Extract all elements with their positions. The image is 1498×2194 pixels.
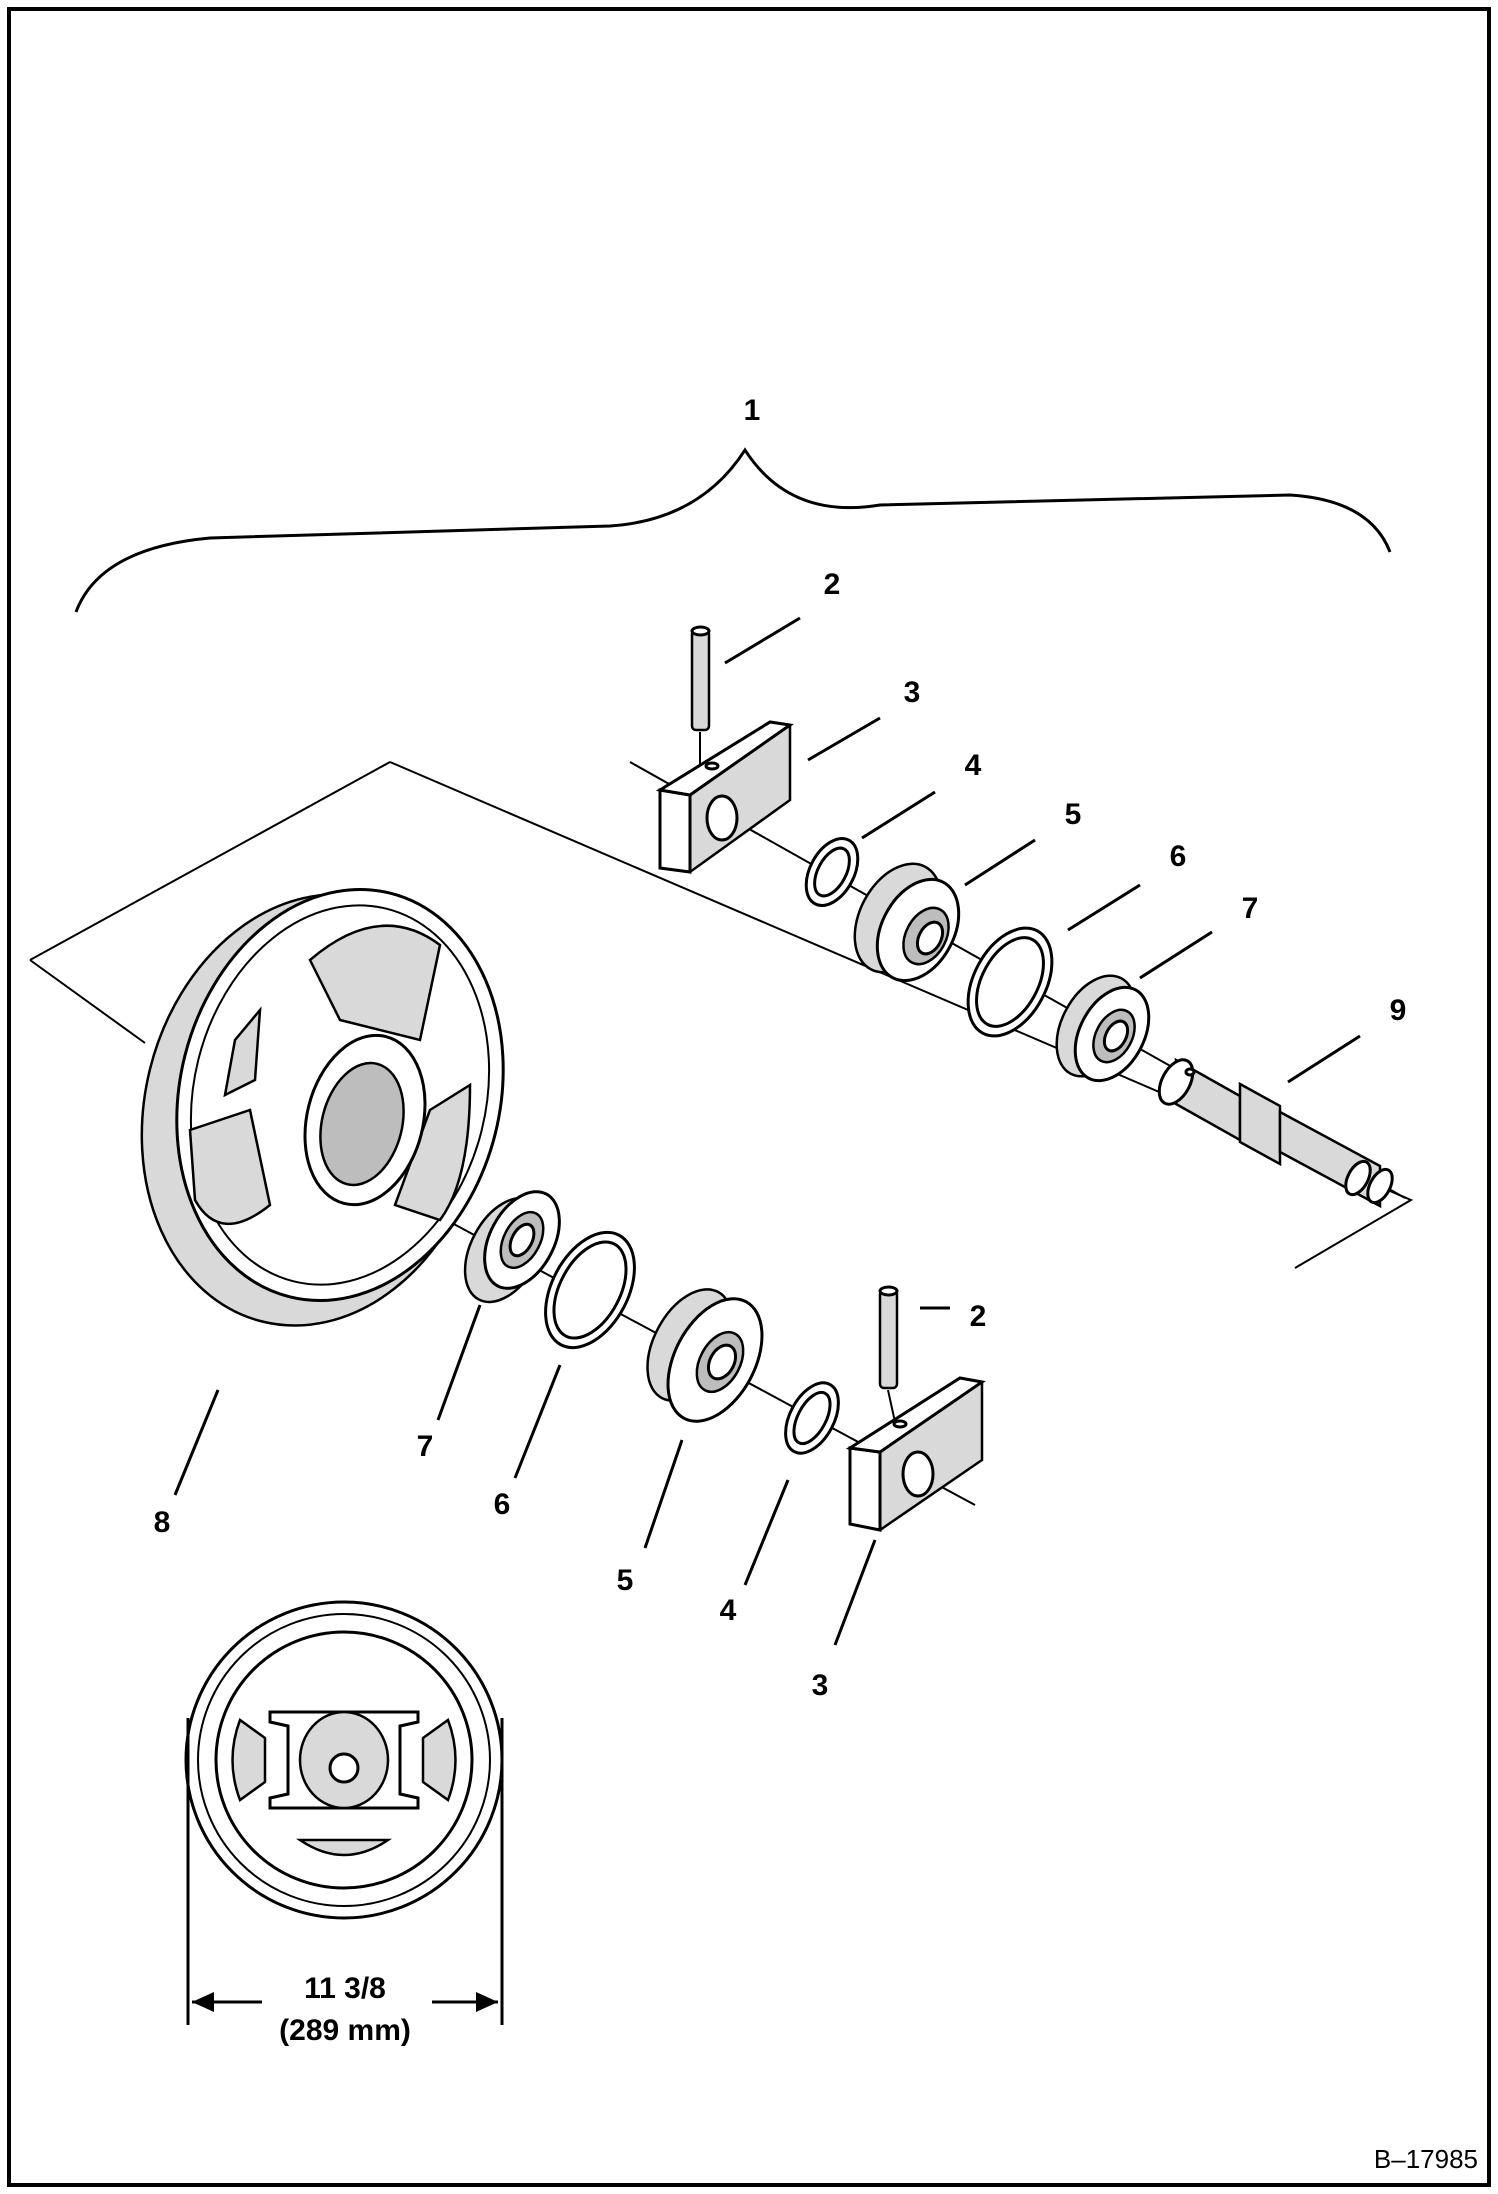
wheel-diameter-dimension: [186, 1718, 504, 2025]
callout-5-seal-upper: 5: [1065, 798, 1082, 831]
roll-pin-lower: [878, 1285, 899, 1423]
mounting-block-lower: [845, 1376, 986, 1532]
callout-4-ring-lower: 4: [720, 1594, 737, 1627]
callout-6-ring-upper: 6: [1170, 840, 1187, 873]
idler-shaft: [1157, 1057, 1394, 1209]
callout-7-bearing-lower: 7: [417, 1430, 434, 1463]
callout-3-block-lower: 3: [812, 1669, 829, 1702]
snap-ring-lower: [784, 1381, 840, 1455]
callout-1-assembly: 1: [744, 394, 761, 427]
figure-code: B–17985: [1374, 2144, 1478, 2174]
callout-3-block-upper: 3: [904, 676, 921, 709]
callout-5-seal-lower: 5: [617, 1564, 634, 1597]
snap-ring-upper: [804, 837, 860, 907]
seal-upper: [853, 862, 961, 983]
callout-6-ring-lower: 6: [494, 1488, 511, 1521]
retaining-ring-upper: [966, 926, 1054, 1038]
leader-lines: [173, 616, 1361, 1646]
callout-4-ring-upper: 4: [965, 749, 982, 782]
idler-wheel: [140, 888, 505, 1327]
bearing-upper: [1055, 974, 1151, 1083]
callout-2-pin-lower: 2: [970, 1300, 987, 1333]
callout-8-wheel: 8: [154, 1506, 171, 1539]
wheel-front-view: [184, 1600, 504, 1920]
page-border: [7, 7, 1491, 2187]
callout-9-shaft: 9: [1390, 994, 1407, 1027]
mounting-block-upper: [655, 720, 794, 874]
roll-pin-upper: [690, 625, 711, 768]
retaining-ring-lower: [544, 1230, 636, 1350]
callout-2-pin-upper: 2: [824, 568, 841, 601]
bearing-lower: [463, 1190, 561, 1304]
seal-lower: [646, 1288, 764, 1423]
dimension-imperial: 11 3/8: [304, 1972, 386, 2005]
assembly-plane-outline: [29, 761, 1414, 1269]
assembly-brace: [74, 447, 1392, 613]
callout-7-bearing-upper: 7: [1242, 892, 1259, 925]
dimension-metric: (289 mm): [279, 2014, 411, 2047]
